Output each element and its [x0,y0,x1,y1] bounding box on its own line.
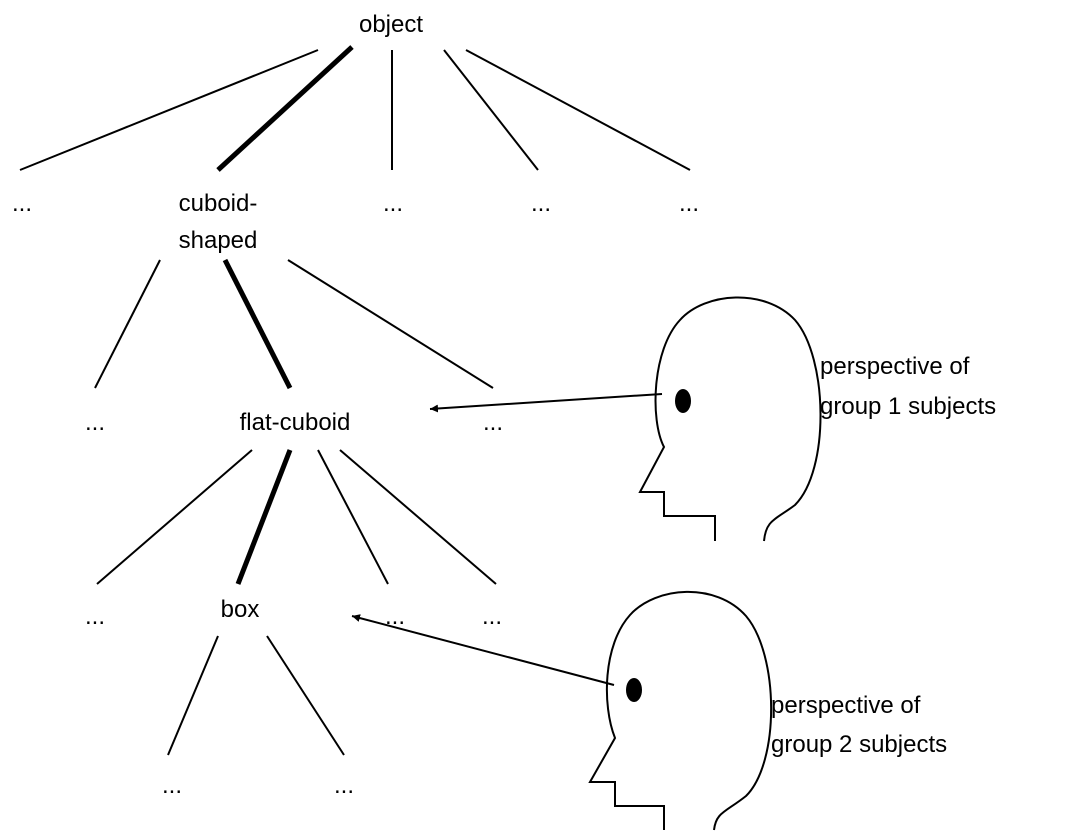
perspective-group1-label-line1: perspective of [820,353,970,380]
edge-flat-cuboid-to-ellipsis-2 [317,449,389,585]
eye-icon [675,389,691,413]
edge-object-to-ellipsis-4 [465,49,691,171]
node-ellipsis: ... [162,772,182,799]
edge-object-to-cuboid-shaped [216,45,354,172]
perspective-group1-label-line2: group 1 subjects [820,393,996,420]
edge-box-to-ellipsis-2 [266,635,345,756]
edge-flat-cuboid-to-ellipsis-1 [96,449,253,585]
node-ellipsis: ... [531,190,551,217]
node-cuboid-shaped-line1: cuboid- [179,190,258,217]
edge-flat-cuboid-to-box [235,449,293,585]
head-profile-icon [638,296,822,542]
arrow-icon [351,614,615,686]
edge-object-to-ellipsis-3 [443,49,539,171]
edge-box-to-ellipsis-1 [167,635,219,756]
node-ellipsis: ... [483,409,503,436]
edge-cuboid-to-ellipsis-1 [94,259,161,389]
node-ellipsis: ... [679,190,699,217]
perspective-group2-label-line2: group 2 subjects [771,731,947,758]
node-box: box [221,596,260,623]
head-profile-icon [588,590,773,831]
node-ellipsis: ... [385,603,405,630]
eye-icon [626,678,642,702]
node-ellipsis: ... [482,603,502,630]
edge-flat-cuboid-to-ellipsis-3 [339,449,497,585]
arrow-icon [429,393,663,413]
node-ellipsis: ... [12,190,32,217]
node-flat-cuboid: flat-cuboid [240,409,351,436]
node-ellipsis: ... [85,409,105,436]
node-cuboid-shaped-line2: shaped [179,227,258,254]
edge-cuboid-to-ellipsis-2 [287,259,494,389]
node-ellipsis: ... [383,190,403,217]
edge-cuboid-to-flat-cuboid [222,258,293,390]
node-object: object [359,11,423,38]
edge-object-to-ellipsis-1 [19,49,319,171]
perspective-group2-label-line1: perspective of [771,692,921,719]
node-ellipsis: ... [334,772,354,799]
node-ellipsis: ... [85,603,105,630]
